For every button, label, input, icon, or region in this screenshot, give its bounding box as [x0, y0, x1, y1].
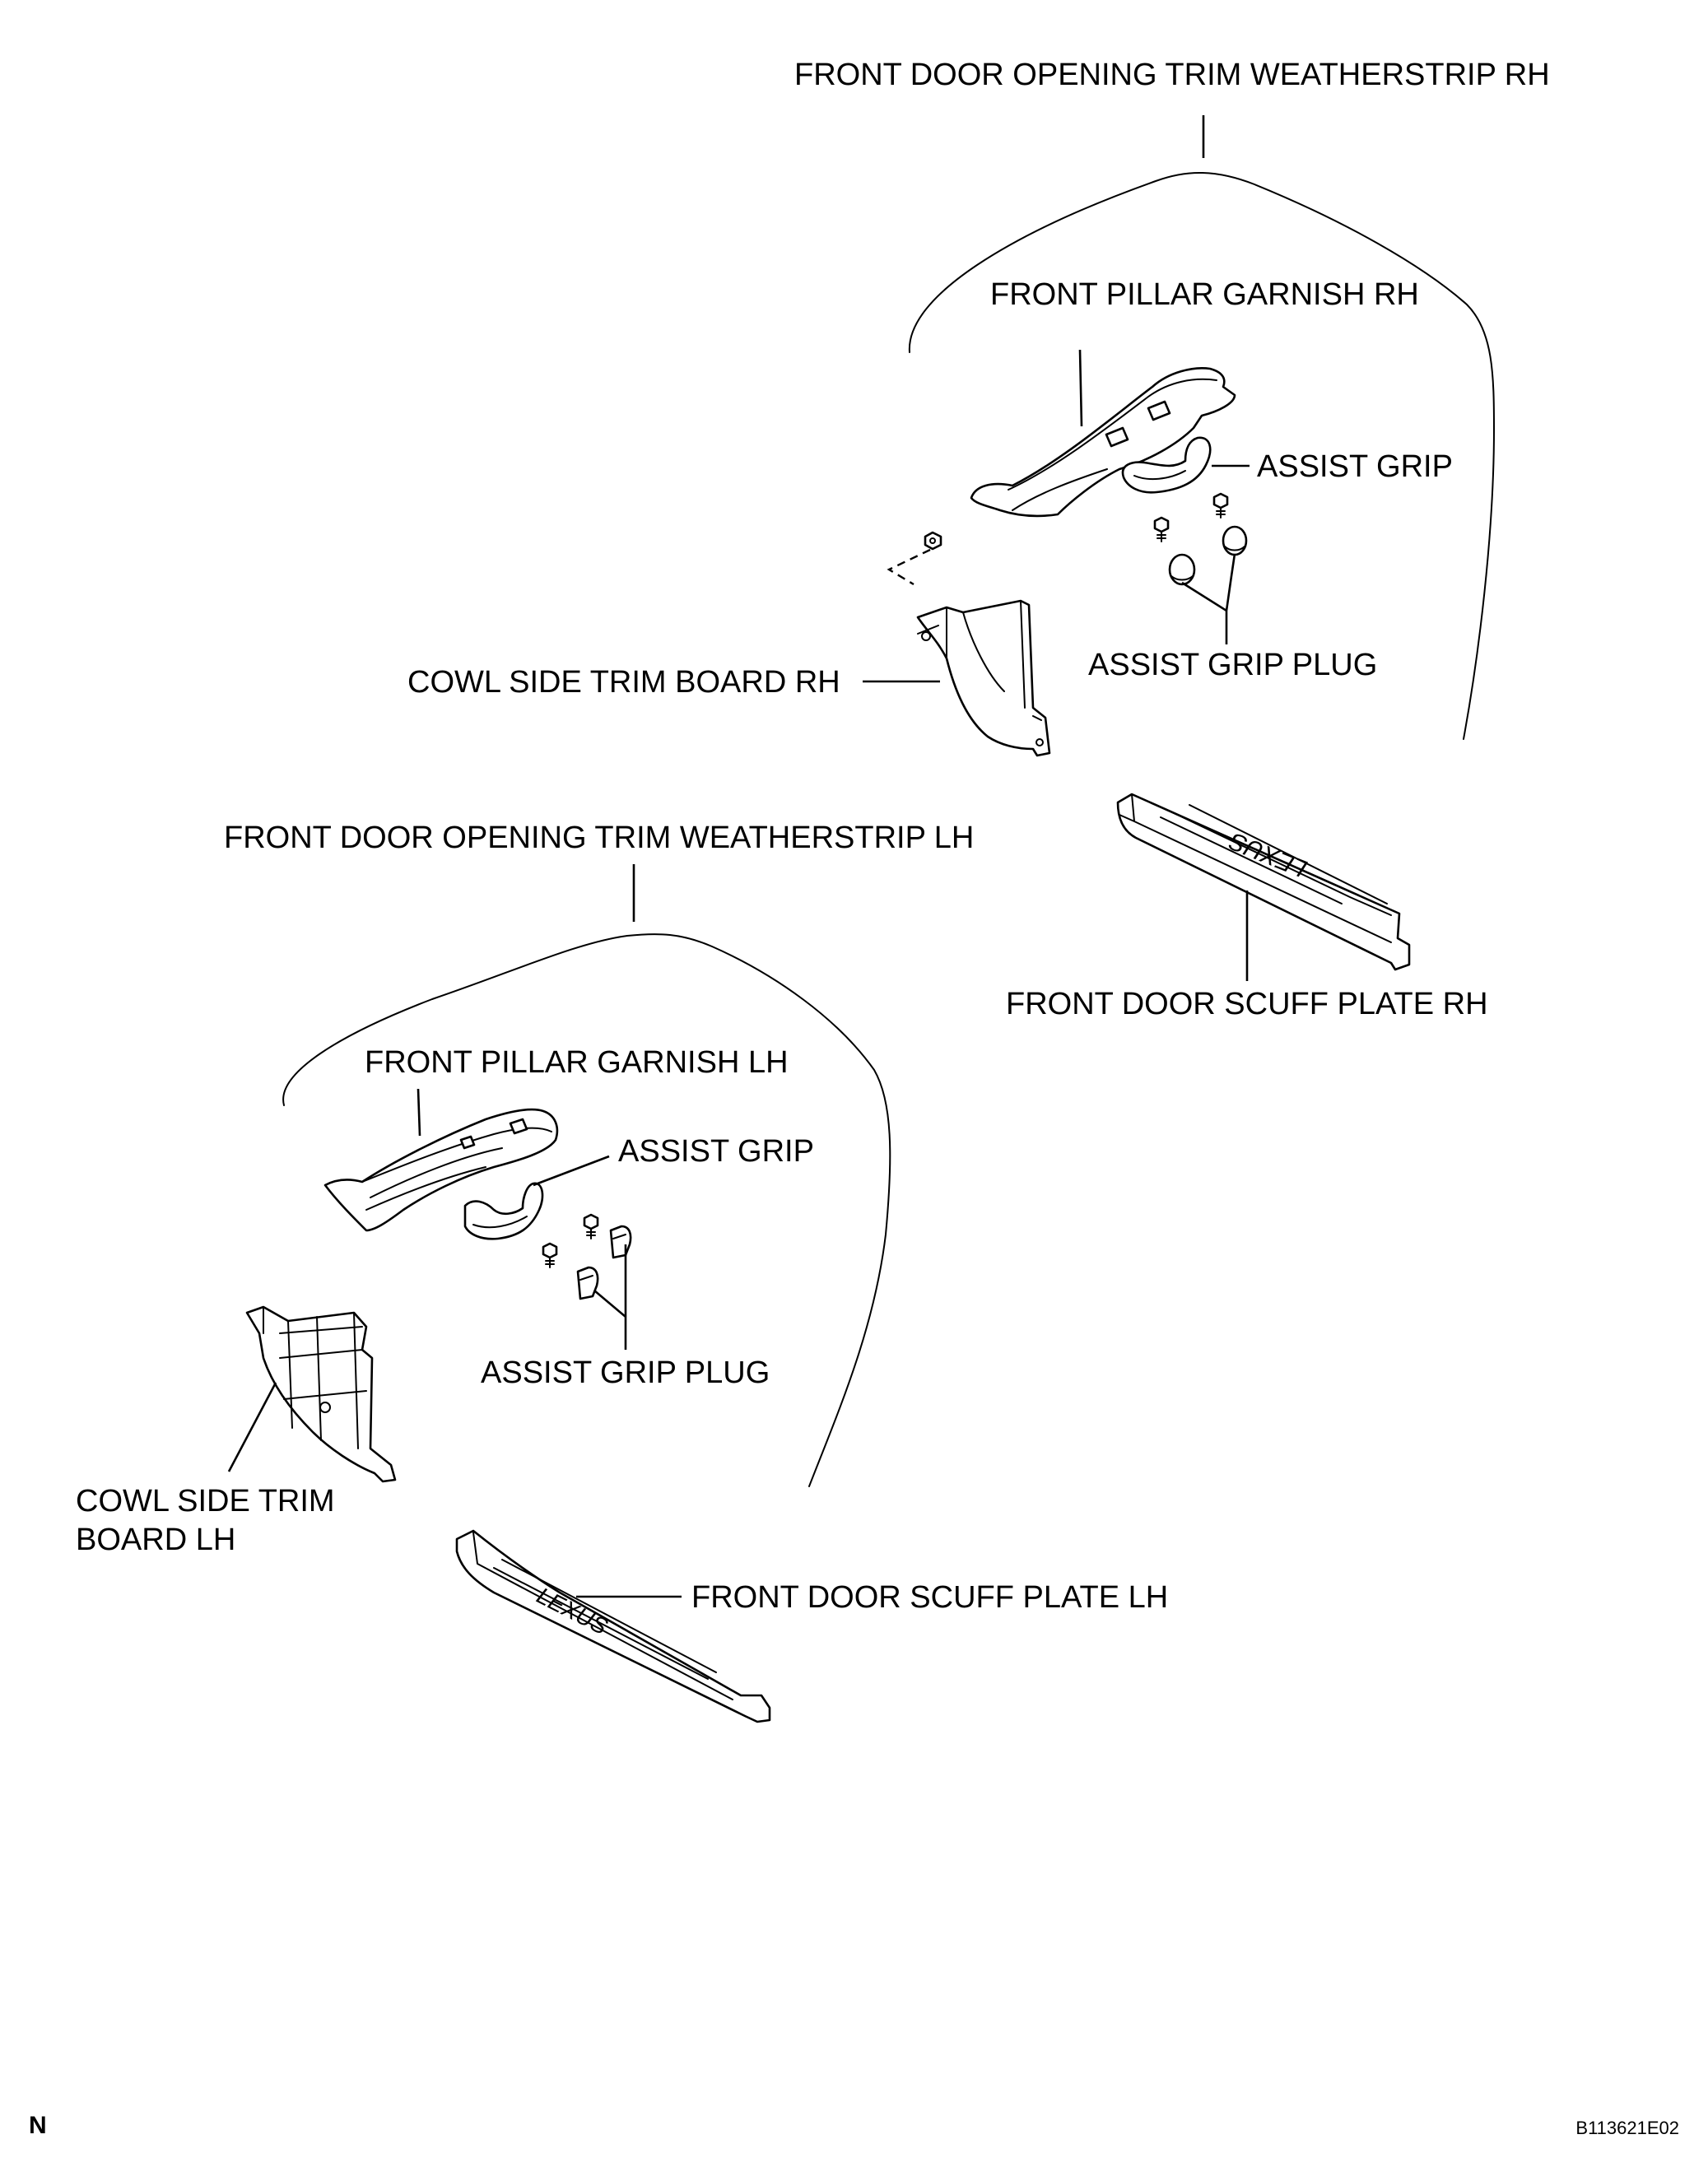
front-pillar-garnish-rh [970, 367, 1236, 518]
bolt-rh-b [1153, 516, 1170, 542]
assist-grip-plug-lh-a [609, 1225, 632, 1259]
bolt-lh-a [583, 1213, 599, 1239]
front-door-scuff-plate-lh: LEXUS [455, 1529, 771, 1723]
weatherstrip-lh [270, 918, 905, 1492]
nut-rh [924, 531, 942, 551]
cowl-side-trim-board-rh [887, 548, 1051, 757]
label-cowl-side-rh: COWL SIDE TRIM BOARD RH [407, 665, 840, 700]
bolt-rh-a [1212, 492, 1229, 519]
label-scuff-plate-rh: FRONT DOOR SCUFF PLATE RH [1006, 987, 1488, 1021]
assist-grip-rh [1121, 436, 1212, 494]
label-weatherstrip-rh: FRONT DOOR OPENING TRIM WEATHERSTRIP RH [794, 58, 1550, 92]
label-assist-grip-lh: ASSIST GRIP [618, 1134, 814, 1169]
bolt-lh-b [542, 1242, 558, 1268]
front-door-scuff-plate-rh: LEXUS [1116, 793, 1411, 971]
assist-grip-lh [463, 1182, 544, 1240]
assist-grip-plug-rh-b [1168, 553, 1196, 586]
label-weatherstrip-lh: FRONT DOOR OPENING TRIM WEATHERSTRIP LH [224, 821, 974, 855]
front-pillar-garnish-lh [323, 1108, 559, 1232]
weatherstrip-rh [896, 157, 1509, 743]
leader-lines [227, 115, 1250, 1598]
label-scuff-plate-lh: FRONT DOOR SCUFF PLATE LH [691, 1580, 1168, 1615]
label-pillar-garnish-lh: FRONT PILLAR GARNISH LH [365, 1045, 789, 1080]
label-pillar-garnish-rh: FRONT PILLAR GARNISH RH [990, 277, 1419, 312]
label-assist-grip-rh: ASSIST GRIP [1257, 449, 1453, 484]
north-marker: N [29, 2112, 47, 2139]
cowl-side-trim-board-lh [245, 1305, 397, 1483]
label-cowl-side-lh-line2: BOARD LH [76, 1523, 235, 1557]
label-assist-grip-plug-rh: ASSIST GRIP PLUG [1088, 648, 1377, 682]
assist-grip-plug-lh-b [576, 1266, 599, 1300]
label-cowl-side-lh-line1: COWL SIDE TRIM [76, 1484, 335, 1518]
label-assist-grip-plug-lh: ASSIST GRIP PLUG [481, 1356, 770, 1390]
figure-code: B113621E02 [1575, 2118, 1679, 2138]
assist-grip-plug-rh-a [1222, 525, 1248, 556]
